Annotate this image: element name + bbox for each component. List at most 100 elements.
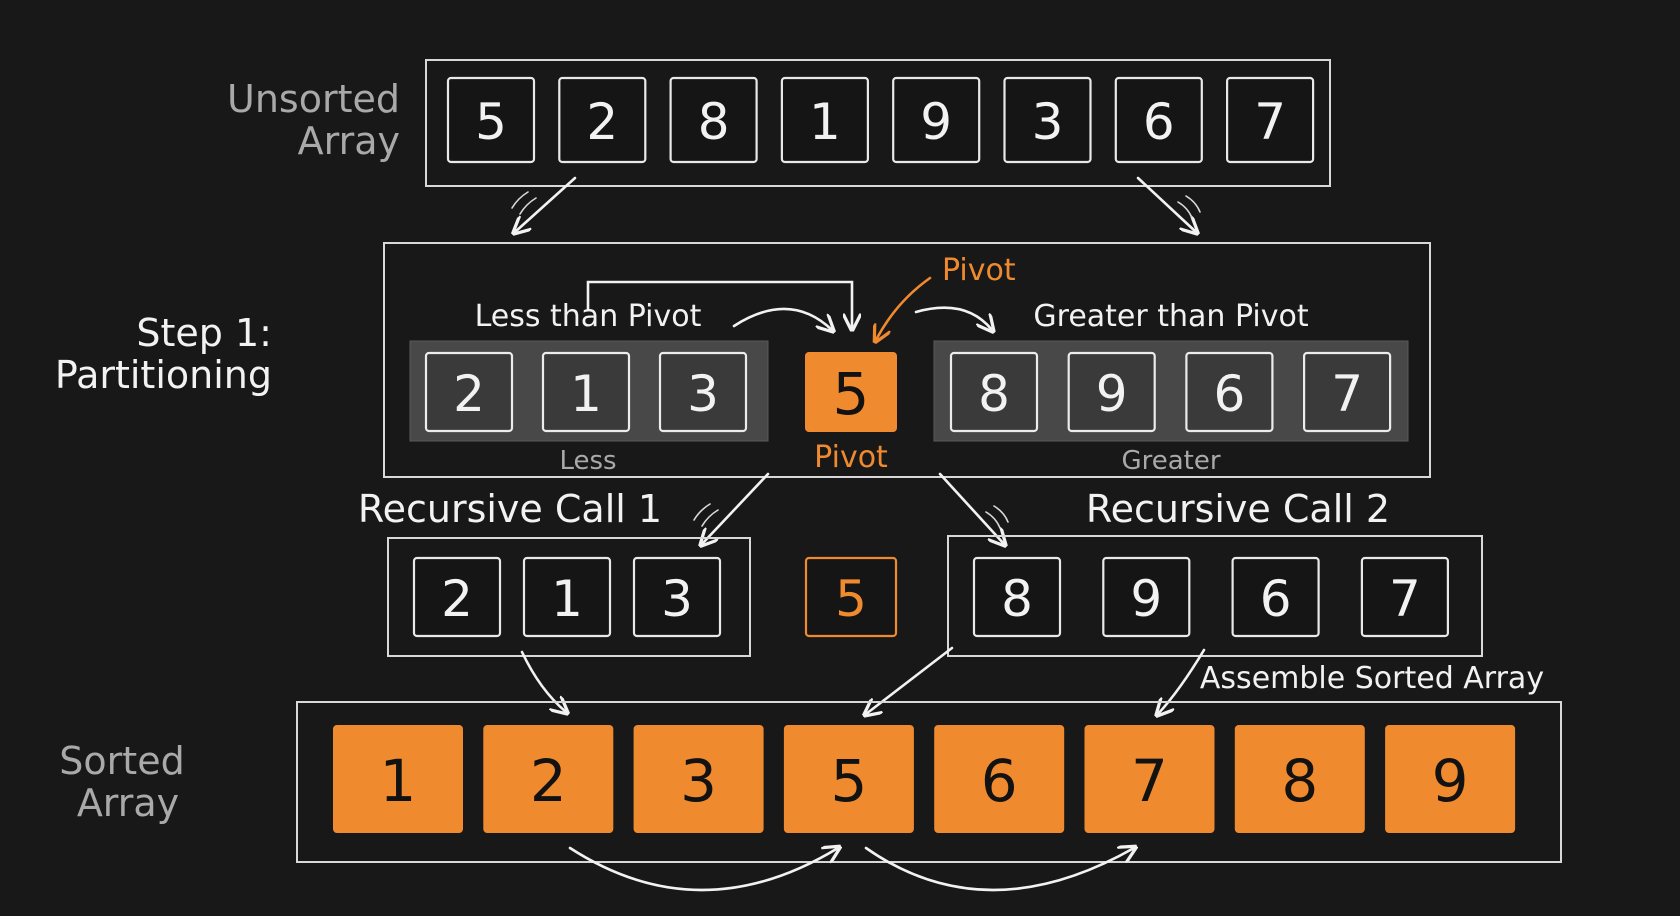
recursive-call-1-frame <box>387 537 751 657</box>
assemble-label: Assemble Sorted Array <box>1200 661 1544 696</box>
recursive-pivot-element: 5 <box>804 556 898 638</box>
sorted-cell-box <box>333 725 463 833</box>
less-cell: 1 <box>541 351 631 433</box>
call2-cell-value: 7 <box>1389 570 1421 628</box>
call2-cell-box <box>1231 556 1320 638</box>
less-cell: 3 <box>658 351 748 433</box>
pivot-callout-label: Pivot <box>942 253 1016 288</box>
sorted-array-frame <box>296 701 1562 863</box>
bracket-arrow <box>586 280 852 328</box>
bottom-arc-arrow-right <box>864 848 1134 892</box>
greater-caption: Greater <box>1121 446 1220 476</box>
unsorted-cell: 7 <box>1225 76 1315 164</box>
pivot-pointer-arrow <box>876 276 932 340</box>
pivot-cell: 5 <box>805 352 897 432</box>
less-cell-value: 1 <box>570 365 602 423</box>
sorted-cell-box <box>483 725 614 833</box>
greater-cell-box <box>1067 351 1156 433</box>
greater-cell: 7 <box>1302 351 1392 433</box>
call2-cell: 8 <box>972 556 1062 638</box>
call2-cell-box <box>972 556 1062 638</box>
recursive-call-2-frame <box>947 535 1483 657</box>
call2-cell-value: 6 <box>1260 570 1292 628</box>
pivot-cell-box <box>805 352 897 432</box>
sorted-cell: 5 <box>783 725 914 833</box>
unsorted-cell: 2 <box>558 76 647 164</box>
greater-cell-box <box>949 351 1039 433</box>
greater-than-pivot-label: Greater than Pivot <box>1033 299 1308 334</box>
step1-label-line1: Step 1: <box>136 311 272 355</box>
unsorted-cell-box <box>558 76 647 164</box>
greater-cell: 8 <box>949 351 1039 433</box>
sorted-cell-box <box>1385 725 1516 833</box>
call1-cell: 1 <box>522 556 612 638</box>
sorted-cell-box <box>1234 725 1365 833</box>
unsorted-cell-value: 7 <box>1254 93 1286 151</box>
unsorted-cell-value: 3 <box>1032 93 1064 151</box>
call2-cell-box <box>1102 556 1191 638</box>
greater-cell-value: 8 <box>978 365 1010 423</box>
unsorted-label-line1: Unsorted <box>227 77 400 121</box>
split-arrow-right <box>1136 176 1196 232</box>
unsorted-cell-box <box>892 76 981 164</box>
less-cell-box <box>541 351 631 433</box>
call2-cell-value: 9 <box>1130 570 1162 628</box>
unsorted-cell-box <box>1225 76 1315 164</box>
assemble-arrow-middle <box>866 646 954 714</box>
call2-cell: 6 <box>1231 556 1320 638</box>
unsorted-cell-value: 6 <box>1143 93 1175 151</box>
sorted-cell-box <box>633 725 764 833</box>
unsorted-cell-box <box>1114 76 1203 164</box>
motion-swoosh-icon <box>1177 195 1201 219</box>
less-to-pivot-arrow <box>732 307 832 330</box>
less-cell-value: 3 <box>687 365 719 423</box>
call1-cell: 3 <box>632 556 722 638</box>
sorted-cell-value: 7 <box>1131 747 1168 815</box>
recurse-arrow-left <box>702 472 770 544</box>
sorted-cell: 3 <box>633 725 764 833</box>
call2-cell-value: 8 <box>1001 570 1033 628</box>
sorted-cell-value: 5 <box>830 747 867 815</box>
sorted-cell-value: 9 <box>1432 747 1469 815</box>
motion-swoosh-icon <box>511 191 537 215</box>
assemble-arrow-left <box>520 650 566 712</box>
call1-cell-value: 2 <box>441 570 473 628</box>
unsorted-cell: 1 <box>780 76 870 164</box>
recursive-pivot-cell: 5 <box>804 556 898 638</box>
unsorted-cell-value: 9 <box>920 93 952 151</box>
recurse-arrow-right <box>938 472 1004 544</box>
call1-cell-box <box>632 556 722 638</box>
sorted-cell-box <box>934 725 1065 833</box>
partition-frame <box>383 242 1431 478</box>
unsorted-cell: 8 <box>669 76 758 164</box>
call2-cell-box <box>1360 556 1450 638</box>
sorted-cell-value: 6 <box>981 747 1018 815</box>
unsorted-cell: 5 <box>446 76 536 164</box>
unsorted-cell-box <box>446 76 536 164</box>
unsorted-cell-value: 1 <box>809 93 841 151</box>
sorted-label-line2: Array <box>77 781 179 825</box>
greater-cell: 6 <box>1185 351 1274 433</box>
unsorted-cell-value: 5 <box>475 93 507 151</box>
call2-cell: 9 <box>1102 556 1191 638</box>
call1-cell-value: 1 <box>551 570 583 628</box>
less-cell: 2 <box>424 351 514 433</box>
greater-cell-value: 9 <box>1096 365 1128 423</box>
unsorted-cell: 9 <box>892 76 981 164</box>
less-caption: Less <box>559 446 616 476</box>
unsorted-cell: 6 <box>1114 76 1203 164</box>
less-cell-box <box>658 351 748 433</box>
pivot-caption: Pivot <box>814 440 888 475</box>
pivot-element: 5 <box>805 352 897 432</box>
less-cell-value: 2 <box>453 365 485 423</box>
recursive-call-1-label: Recursive Call 1 <box>358 487 662 531</box>
call1-cell-box <box>522 556 612 638</box>
unsorted-cell-box <box>669 76 758 164</box>
greater-cell-value: 6 <box>1213 365 1245 423</box>
